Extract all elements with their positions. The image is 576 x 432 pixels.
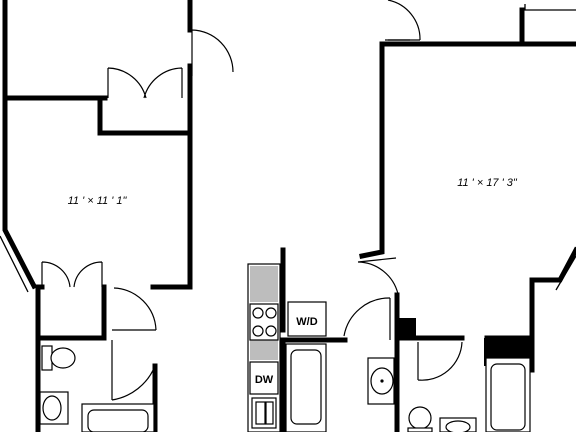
kitchen-sink	[251, 397, 277, 429]
washer-dryer-label: W/D	[296, 316, 317, 328]
sink-left	[39, 391, 69, 425]
wall-top-left-vertical	[2, 0, 108, 101]
dishwasher-body	[249, 361, 279, 395]
toilet-bowl	[50, 347, 76, 369]
door-center-bath	[343, 297, 391, 340]
door-right-bedroom	[357, 257, 399, 295]
bay-window-left	[0, 235, 29, 293]
bay-window-right	[555, 255, 576, 291]
bathroom-left	[39, 345, 155, 432]
stove	[249, 303, 279, 341]
door-left-bath-lower	[111, 340, 156, 401]
refrigerator	[250, 266, 278, 302]
bathroom-center	[285, 343, 395, 432]
washer-dryer: W/D	[287, 301, 327, 337]
wall-left-bedroom-left	[2, 95, 38, 290]
door-left-bath	[112, 287, 157, 331]
sink-bowl	[445, 420, 471, 432]
bathroom-right	[407, 357, 531, 432]
washer-dryer-box	[287, 301, 327, 337]
burner-icon	[265, 325, 277, 337]
dishwasher-label: DW	[255, 374, 274, 386]
toilet-left	[41, 345, 76, 371]
door-top-right	[387, 0, 421, 41]
wall-right-bedroom-right	[484, 246, 576, 341]
kitchen: DW	[247, 263, 281, 432]
sink-right	[439, 417, 477, 432]
door-closet-double	[107, 67, 183, 99]
toilet-bowl	[408, 406, 432, 430]
sink-bowl	[42, 395, 62, 421]
wall-bath-left-divider	[35, 284, 107, 341]
doors	[41, 0, 463, 401]
sink-bowl	[265, 401, 274, 425]
counter-shading	[250, 340, 278, 360]
dishwasher: DW	[249, 361, 279, 395]
wall-left-bedroom-right	[150, 127, 193, 290]
door-left-closet-double	[41, 261, 103, 288]
door-hall-top	[191, 29, 234, 76]
wall-column-left	[399, 318, 416, 340]
bathtub-left-inner	[87, 409, 149, 432]
drain-icon	[380, 379, 384, 383]
wall-right-bedroom-left	[359, 41, 385, 259]
sink-bowl	[255, 401, 266, 425]
room-dimension-left: 11 ' × 11 ' 1"	[68, 195, 128, 207]
burner-icon	[252, 325, 264, 337]
bathtub-right-inner	[490, 363, 526, 431]
wall-closet-bottom	[97, 97, 193, 136]
wall-top-right-partial	[524, 4, 576, 11]
toilet-tank	[407, 427, 433, 432]
door-right-bath	[417, 341, 463, 381]
sink-center	[367, 357, 395, 405]
toilet-right	[407, 406, 433, 432]
burner-icon	[252, 307, 264, 319]
burner-icon	[265, 307, 277, 319]
room-dimension-right: 11 ' × 17 ' 3"	[457, 177, 518, 189]
bathtub-center-inner	[290, 349, 322, 425]
